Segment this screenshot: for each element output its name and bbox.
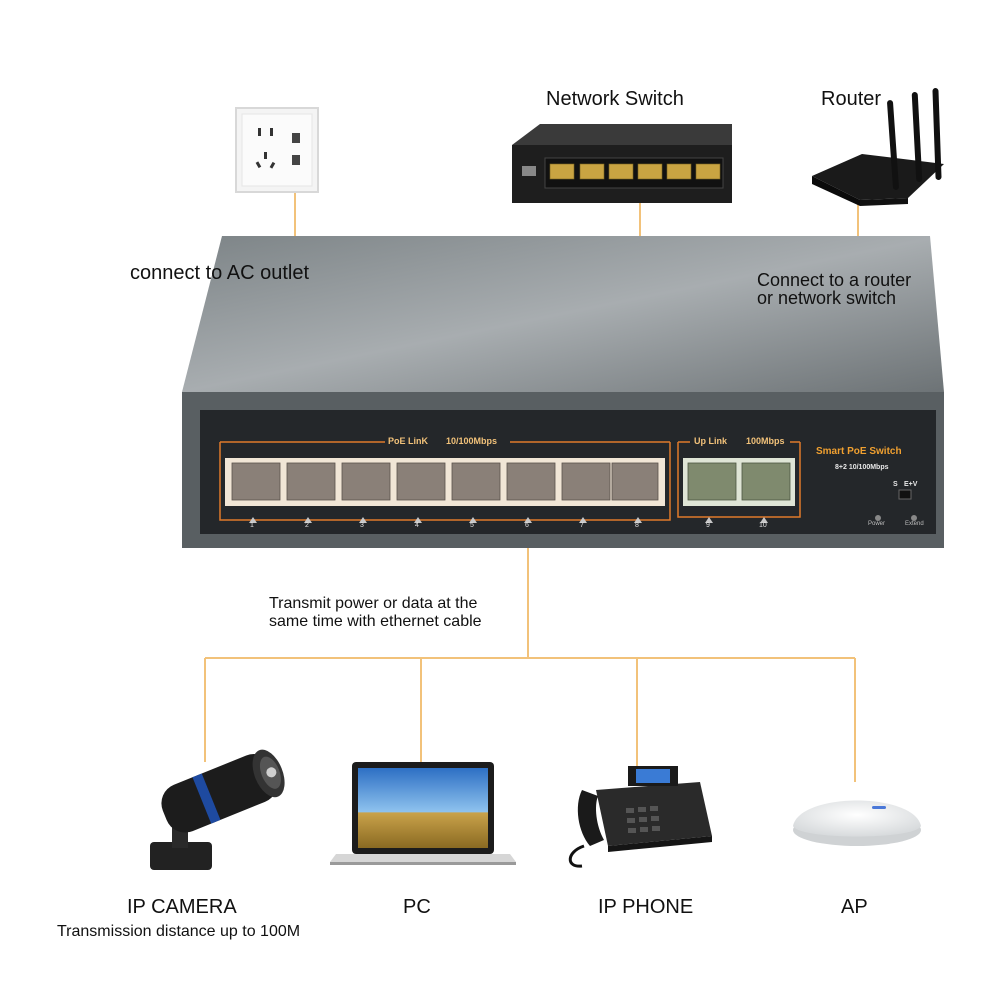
- port-number: 5: [470, 522, 474, 529]
- port-number: 8: [635, 522, 639, 529]
- uplink-label: Connect to a router or network switch: [757, 271, 911, 307]
- network-switch-icon: [512, 124, 732, 203]
- uplink-label-line2: or network switch: [757, 288, 897, 308]
- extend-led-label: Extend: [905, 521, 924, 527]
- ip-camera-sublabel: Transmission distance up to 100M: [57, 923, 301, 940]
- ac-outlet-label: connect to AC outlet: [130, 262, 310, 284]
- power-led-label: Power: [868, 521, 886, 527]
- poe-switch-body: [182, 236, 944, 548]
- router-icon: [812, 88, 944, 206]
- uplink-label-line1: Connect to a router: [757, 270, 912, 290]
- port-number: 6: [525, 522, 529, 529]
- brand-text: Smart PoE Switch: [816, 446, 902, 457]
- port-number: 4: [415, 522, 419, 529]
- up-speed-text: 100Mbps: [746, 436, 785, 446]
- ip-phone-icon: [568, 766, 712, 868]
- port-number: 7: [580, 522, 584, 529]
- port-number: 10: [759, 522, 767, 529]
- mode-s-text: S: [893, 481, 898, 488]
- ac-outlet-icon: [235, 107, 319, 193]
- ap-label: AP: [841, 896, 868, 918]
- ip-phone-label: IP PHONE: [598, 896, 694, 918]
- poe-speed-text: 10/100Mbps: [446, 436, 498, 446]
- transmit-label-line1: Transmit power or data at the: [269, 595, 478, 612]
- up-link-text: Up Link: [694, 436, 727, 446]
- transmit-label-line2: same time with ethernet cable: [269, 613, 482, 630]
- port-number: 1: [250, 522, 254, 529]
- spec-text: 8+2 10/100Mbps: [835, 464, 889, 471]
- ip-camera-label: IP CAMERA: [127, 896, 237, 918]
- router-label: Router: [821, 88, 882, 110]
- network-switch-label: Network Switch: [546, 88, 684, 110]
- pc-label: PC: [403, 896, 431, 918]
- transmit-label: Transmit power or data at the same time …: [269, 595, 482, 631]
- port-number: 2: [305, 522, 309, 529]
- laptop-icon: [330, 762, 516, 865]
- port-number: 3: [360, 522, 364, 529]
- poe-link-text: PoE LinK: [388, 436, 428, 446]
- mode-ev-text: E+V: [904, 481, 918, 488]
- port-number: 9: [706, 522, 710, 529]
- ip-camera-icon: [150, 749, 285, 870]
- access-point-icon: [793, 800, 921, 846]
